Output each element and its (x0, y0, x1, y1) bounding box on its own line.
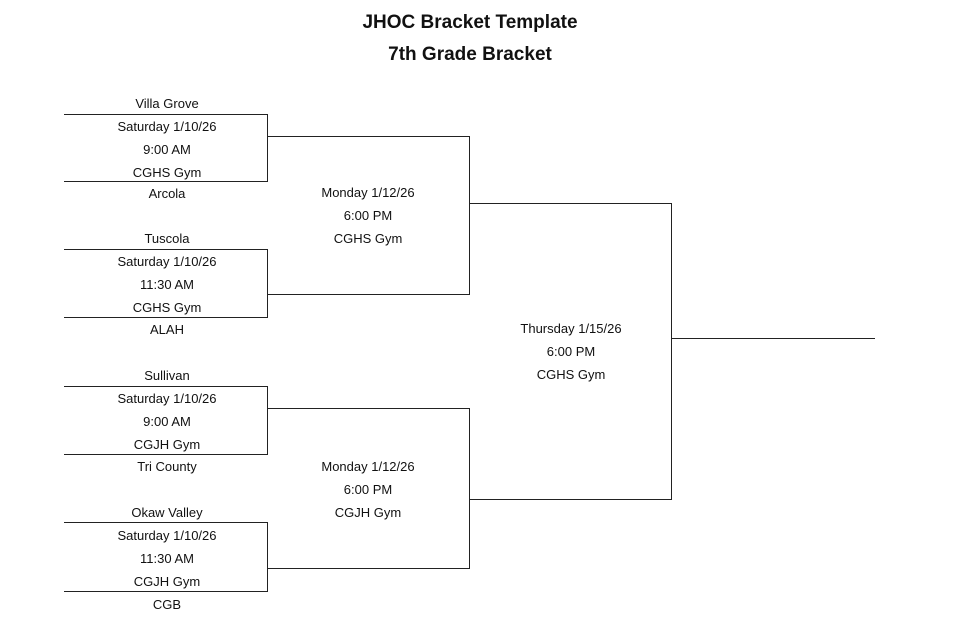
game-time: 6:00 PM (343, 482, 393, 497)
champion-line (671, 338, 875, 339)
game-day: Saturday 1/10/26 (117, 119, 217, 134)
team-top: Villa Grove (135, 96, 199, 111)
game-time: 11:30 AM (140, 277, 194, 292)
bracket-line (469, 408, 470, 569)
team-bottom: ALAH (150, 322, 184, 337)
bracket-line (64, 317, 268, 318)
bracket-line (64, 522, 268, 523)
bracket-line (64, 386, 268, 387)
bracket-line (267, 136, 470, 137)
team-top: Sullivan (144, 368, 190, 383)
game-venue: CGJH Gym (334, 505, 402, 520)
game-day: Monday 1/12/26 (321, 185, 415, 200)
team-top: Okaw Valley (131, 505, 203, 520)
page-subtitle: 7th Grade Bracket (388, 44, 552, 65)
game-venue: CGHS Gym (132, 300, 202, 315)
team-bottom: Tri County (137, 459, 197, 474)
bracket-line (671, 203, 672, 500)
bracket-line (469, 203, 672, 204)
team-bottom: CGB (152, 597, 182, 612)
game-venue: CGJH Gym (133, 574, 201, 589)
bracket-line (64, 591, 268, 592)
bracket-line (64, 181, 268, 182)
game-day: Saturday 1/10/26 (117, 254, 217, 269)
bracket-line (267, 386, 268, 455)
page-title: JHOC Bracket Template (362, 12, 578, 33)
bracket-line (64, 454, 268, 455)
bracket-line (469, 136, 470, 295)
bracket-line (267, 249, 268, 318)
bracket-line (267, 522, 268, 592)
bracket-line (267, 114, 268, 182)
game-time: 11:30 AM (140, 551, 194, 566)
game-day: Saturday 1/10/26 (117, 391, 217, 406)
game-time: 9:00 AM (143, 142, 191, 157)
bracket-line (267, 294, 470, 295)
bracket-line (267, 408, 470, 409)
game-day: Thursday 1/15/26 (520, 321, 622, 336)
game-venue: CGHS Gym (333, 231, 403, 246)
game-venue: CGHS Gym (536, 367, 606, 382)
game-time: 6:00 PM (546, 344, 596, 359)
bracket-line (64, 249, 268, 250)
game-venue: CGHS Gym (132, 165, 202, 180)
game-venue: CGJH Gym (133, 437, 201, 452)
bracket-line (469, 499, 672, 500)
game-time: 9:00 AM (143, 414, 191, 429)
game-day: Saturday 1/10/26 (117, 528, 217, 543)
team-bottom: Arcola (148, 186, 186, 201)
bracket-line (64, 114, 268, 115)
game-time: 6:00 PM (343, 208, 393, 223)
team-top: Tuscola (144, 231, 190, 246)
bracket-line (267, 568, 470, 569)
game-day: Monday 1/12/26 (321, 459, 415, 474)
